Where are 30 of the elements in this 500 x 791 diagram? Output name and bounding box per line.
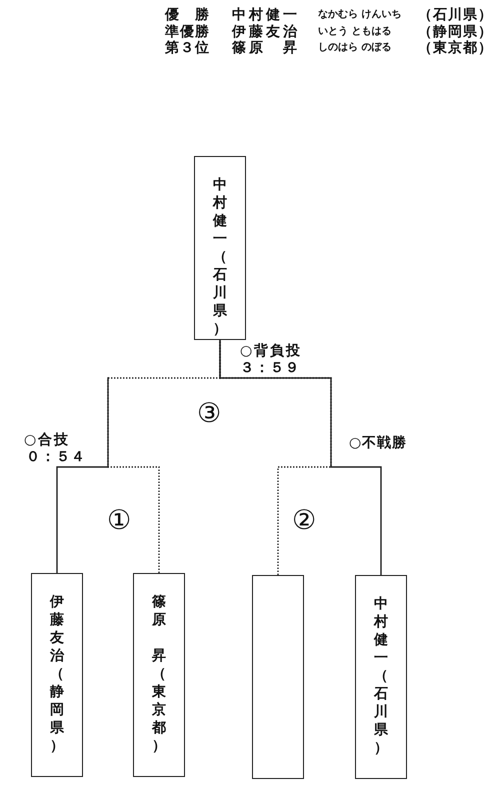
technique-label: ○合技 [24,432,70,448]
player-name: 篠原 昇 [232,40,300,56]
name-reading: しのはら のぼる [318,41,392,55]
match-number: ③ [197,400,222,428]
match-number: ② [292,507,316,535]
technique-label: ○背負投 [240,343,302,359]
prefecture-label: （東京都） [418,40,493,56]
vertical-name-text: 中村健一（石川県） [374,595,388,757]
rank-label: 準優勝 [165,24,210,40]
name-box [355,575,407,779]
match-time: ０：５４ [26,449,86,465]
result-label: ○不戦勝 [349,435,408,451]
name-box [194,156,246,340]
name-box [31,573,83,777]
match-time: ３：５９ [240,360,300,376]
player-name: 伊藤友治 [232,24,300,40]
player-name: 中村健一 [232,7,300,23]
vertical-name-text: 中村健一（石川県） [213,176,227,338]
bracket-line [219,340,382,575]
vertical-name-text: 伊藤友治（静岡県） [50,593,64,755]
name-box [133,573,185,777]
empty-box [252,575,304,779]
rank-label: 第３位 [165,40,210,56]
prefecture-label: （石川県） [418,7,493,23]
vertical-name-text: 篠原昇（東京都） [152,593,166,755]
match-number: ① [107,507,132,535]
prefecture-label: （静岡県） [418,24,493,40]
rank-label: 優 勝 [165,7,210,23]
name-reading: いとう ともはる [318,25,392,39]
name-reading: なかむら けんいち [318,8,402,22]
